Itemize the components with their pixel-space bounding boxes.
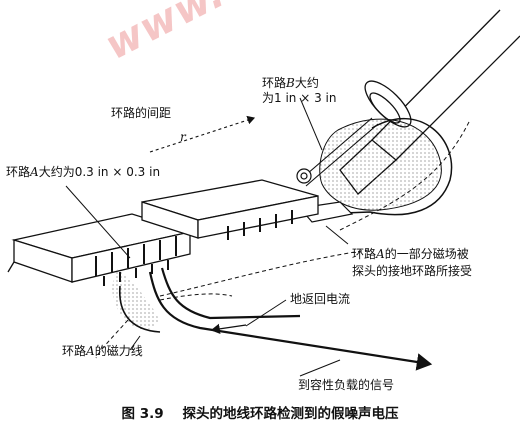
figure-title: 探头的地线环路检测到的假噪声电压: [182, 406, 399, 422]
field-lines: [95, 119, 471, 359]
label-signal: 到容性负载的信号: [298, 378, 395, 392]
label-loop-b: 环路B大约 为1 in × 3 in: [262, 76, 337, 105]
label-loop-a-size: 环路A大约为0.3 in × 0.3 in: [6, 165, 161, 179]
leader-lines: [65, 97, 349, 377]
ic-chip-left: [7, 213, 193, 286]
signal-traces: [118, 267, 433, 371]
label-loop-a-flux: 环路A的磁力线: [62, 344, 143, 358]
ic-chip-right: [141, 179, 319, 240]
probe-ground-loop-area: [319, 118, 442, 211]
probe-ground-lead: [317, 117, 453, 216]
spacing-arrow: [149, 115, 256, 153]
label-ground-return: 地返回电流: [290, 292, 351, 306]
figure-caption: 图 3.9 探头的地线环路检测到的假噪声电压: [0, 402, 520, 422]
figure-number: 图 3.9: [121, 406, 164, 422]
label-spacing-variable: r: [180, 130, 186, 144]
ground-return-arrow: [210, 323, 247, 335]
label-field-captured: 环路A的一部分磁场被 探头的接地环路所接受: [352, 247, 473, 278]
loop-a-area: [112, 268, 159, 330]
label-loop-spacing: 环路的间距: [111, 106, 172, 120]
